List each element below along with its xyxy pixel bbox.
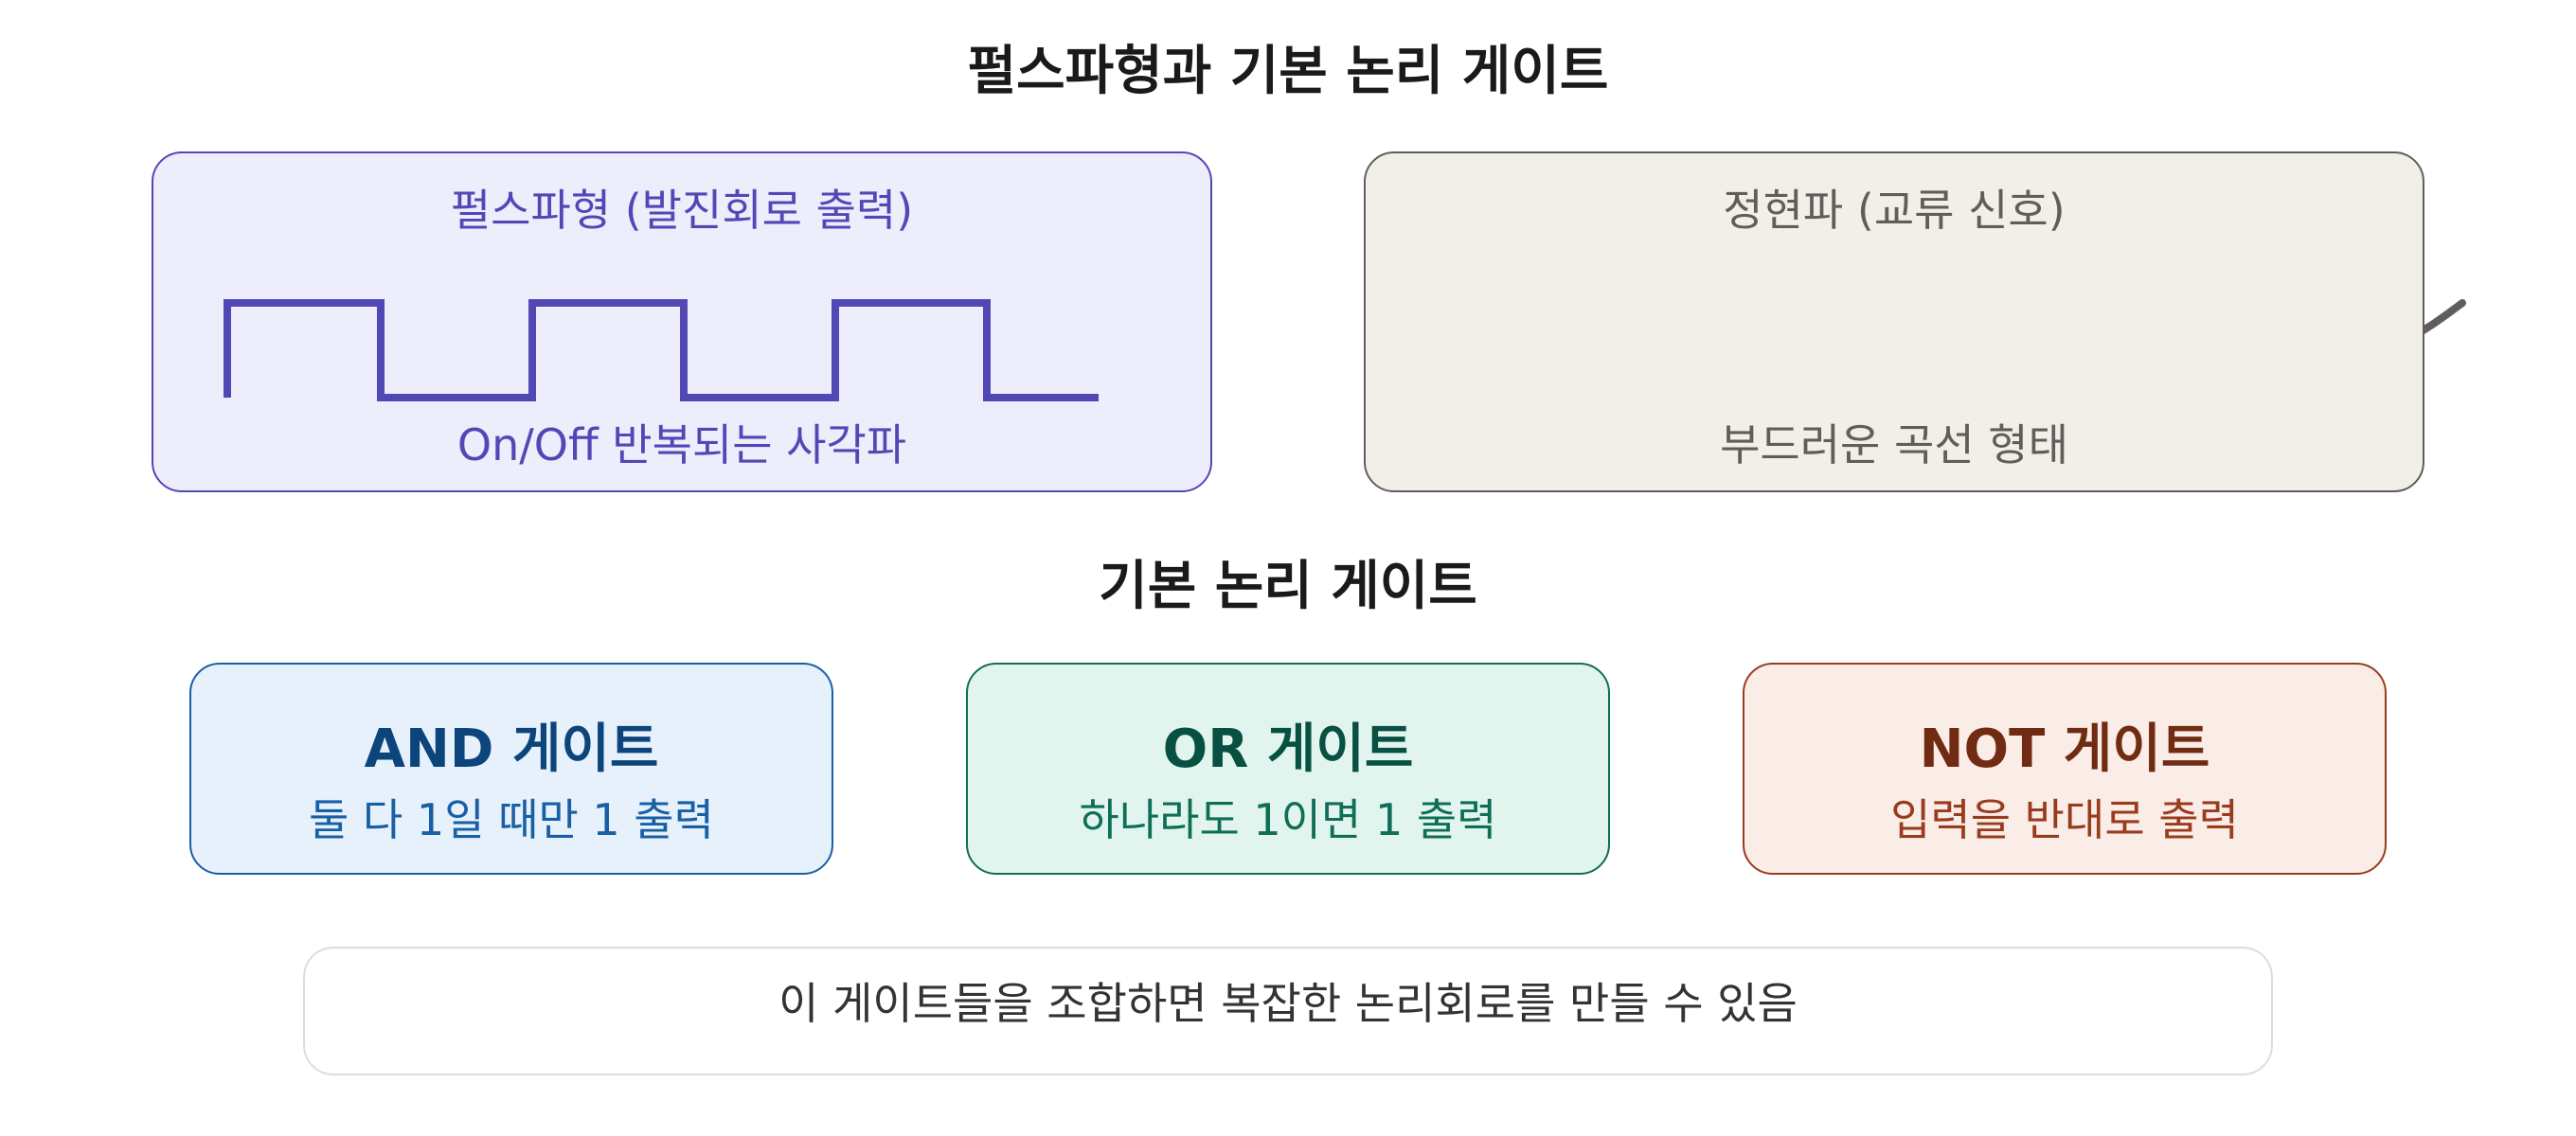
not-gate-desc: 입력을 반대로 출력 [1890,794,2239,845]
gates-section-title: 기본 논리 게이트 [1099,556,1477,617]
not-gate-box: NOT 게이트 입력을 반대로 출력 [1743,663,2387,875]
pulse-waveform-panel: 펄스파형 (발진회로 출력) On/Off 반복되는 사각파 [152,151,1212,492]
and-gate-box: AND 게이트 둘 다 1일 때만 1 출력 [189,663,833,875]
or-gate-name: OR 게이트 [1162,719,1414,780]
not-gate-name: NOT 게이트 [1919,719,2210,780]
diagram-title: 펄스파형과 기본 논리 게이트 [967,41,1609,102]
sine-panel-caption: 부드러운 곡선 형태 [1720,419,2068,470]
pulse-panel-caption: On/Off 반복되는 사각파 [456,419,907,470]
footer-note-box: 이 게이트들을 조합하면 복잡한 논리회로를 만들 수 있음 [303,947,2273,1075]
and-gate-desc: 둘 다 1일 때만 1 출력 [309,794,714,845]
sine-panel-heading: 정현파 (교류 신호) [1723,185,2066,236]
footer-note: 이 게이트들을 조합하면 복잡한 논리회로를 만들 수 있음 [778,978,1798,1029]
or-gate-box: OR 게이트 하나라도 1이면 1 출력 [966,663,1610,875]
and-gate-name: AND 게이트 [364,719,659,780]
or-gate-desc: 하나라도 1이면 1 출력 [1079,794,1497,845]
sine-waveform-panel: 정현파 (교류 신호) 부드러운 곡선 형태 [1364,151,2424,492]
pulse-panel-heading: 펄스파형 (발진회로 출력) [450,185,914,236]
